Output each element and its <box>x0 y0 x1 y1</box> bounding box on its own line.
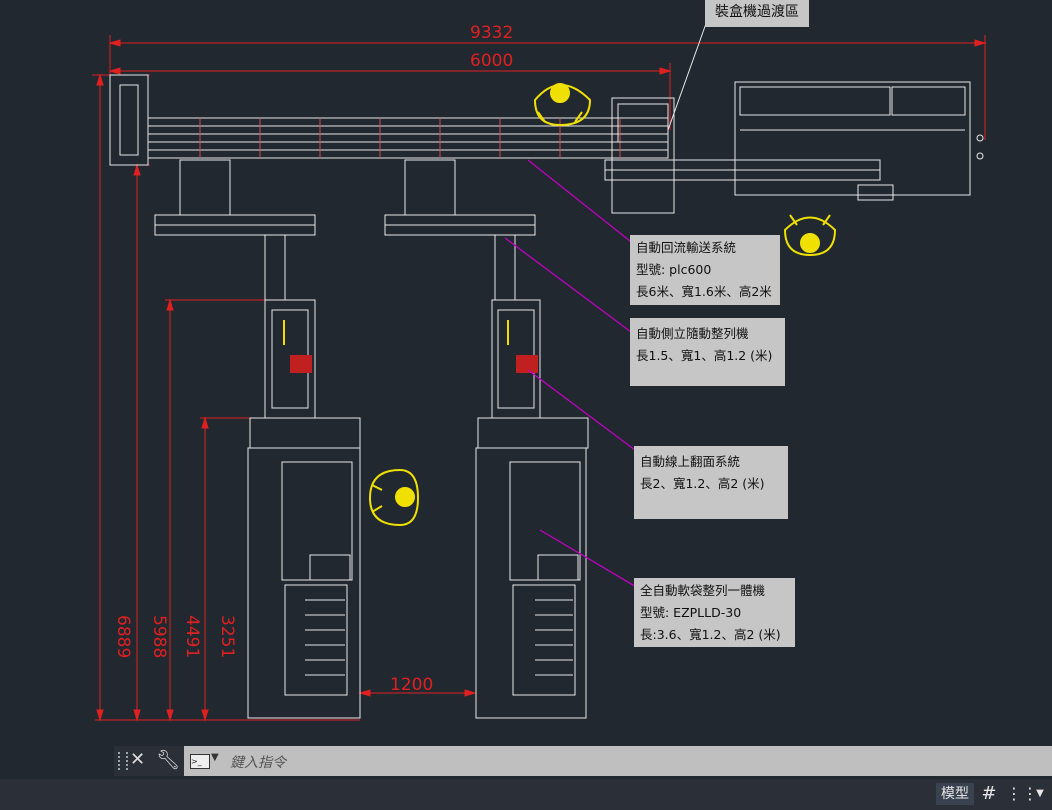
flip-station-left-marker <box>290 355 312 373</box>
leader-line <box>539 529 639 589</box>
command-input[interactable]: >_ ▼ 鍵入指令 <box>184 746 1052 776</box>
command-placeholder: 鍵入指令 <box>230 755 286 771</box>
command-prompt-icon[interactable]: >_ <box>190 754 210 769</box>
leader-line <box>527 159 636 246</box>
callout-return-conveyor: 自動回流輸送系統 型號: plc600 長6米、寬1.6米、高2米 <box>630 235 780 305</box>
callout-line: 自動線上翻面系統 <box>640 454 741 469</box>
drawing-canvas[interactable]: 9332 6000 1200 6889 5988 4491 3251 <box>0 0 1052 745</box>
dim-conveyor-length: 6000 <box>470 51 513 71</box>
operator-icon <box>533 83 592 127</box>
callout-line: 型號: plc600 <box>636 262 712 277</box>
operator-icon <box>783 214 837 257</box>
right-machine-line <box>384 159 589 719</box>
chevron-down-icon[interactable]: ▼ <box>1036 788 1044 799</box>
callout-flip-system: 自動線上翻面系統 長2、寬1.2、高2 (米) <box>634 446 788 519</box>
chevron-down-icon[interactable]: ▼ <box>211 752 219 763</box>
dim-height-4: 3251 <box>217 615 237 658</box>
callout-side-sorter: 自動側立隨動整列機 長1.5、寬1、高1.2 (米) <box>630 318 785 386</box>
area-label-text: 裝盒機過渡區 <box>715 4 799 20</box>
dim-height-3: 4491 <box>182 615 202 658</box>
dim-total-length: 9332 <box>470 23 513 43</box>
close-icon[interactable]: ✕ <box>130 749 146 770</box>
left-machine-line <box>154 159 361 719</box>
snap-grid-icon[interactable]: ⋮⋮ <box>1006 784 1038 803</box>
callout-line: 型號: EZPLLD-30 <box>640 605 742 620</box>
status-bar: 模型 # ⋮⋮ ▼ <box>0 779 1052 810</box>
dim-height-1: 6889 <box>113 615 133 658</box>
flip-station-right-marker <box>516 355 538 373</box>
leader-line <box>527 369 636 451</box>
callout-line: 自動回流輸送系統 <box>636 240 737 255</box>
leader-line <box>667 17 709 131</box>
callout-line: 自動側立隨動整列機 <box>636 326 749 341</box>
callout-line: 長1.5、寬1、高1.2 (米) <box>636 348 773 363</box>
area-label: 裝盒機過渡區 <box>705 0 809 27</box>
command-line-bar: ✕ 🔧︎ >_ ▼ 鍵入指令 <box>114 746 1052 776</box>
wrench-icon[interactable]: 🔧︎ <box>156 749 181 771</box>
dim-height-2: 5988 <box>149 615 169 658</box>
tab-model[interactable]: 模型 <box>936 783 974 805</box>
grid-icon[interactable]: # <box>981 783 997 804</box>
callout-line: 長6米、寬1.6米、高2米 <box>636 284 772 299</box>
dim-machine-gap: 1200 <box>390 675 433 695</box>
cartoner-area <box>734 81 984 201</box>
grip-handle[interactable] <box>118 752 128 770</box>
callout-line: 長2、寬1.2、高2 (米) <box>640 476 765 491</box>
callout-line: 長:3.6、寬1.2、高2 (米) <box>640 627 781 642</box>
callout-bag-sorter: 全自動軟袋整列一體機 型號: EZPLLD-30 長:3.6、寬1.2、高2 (… <box>634 578 795 647</box>
operator-icon <box>368 468 420 527</box>
callout-line: 全自動軟袋整列一體機 <box>640 583 766 598</box>
leader-line <box>504 237 636 336</box>
return-conveyor <box>109 74 881 214</box>
